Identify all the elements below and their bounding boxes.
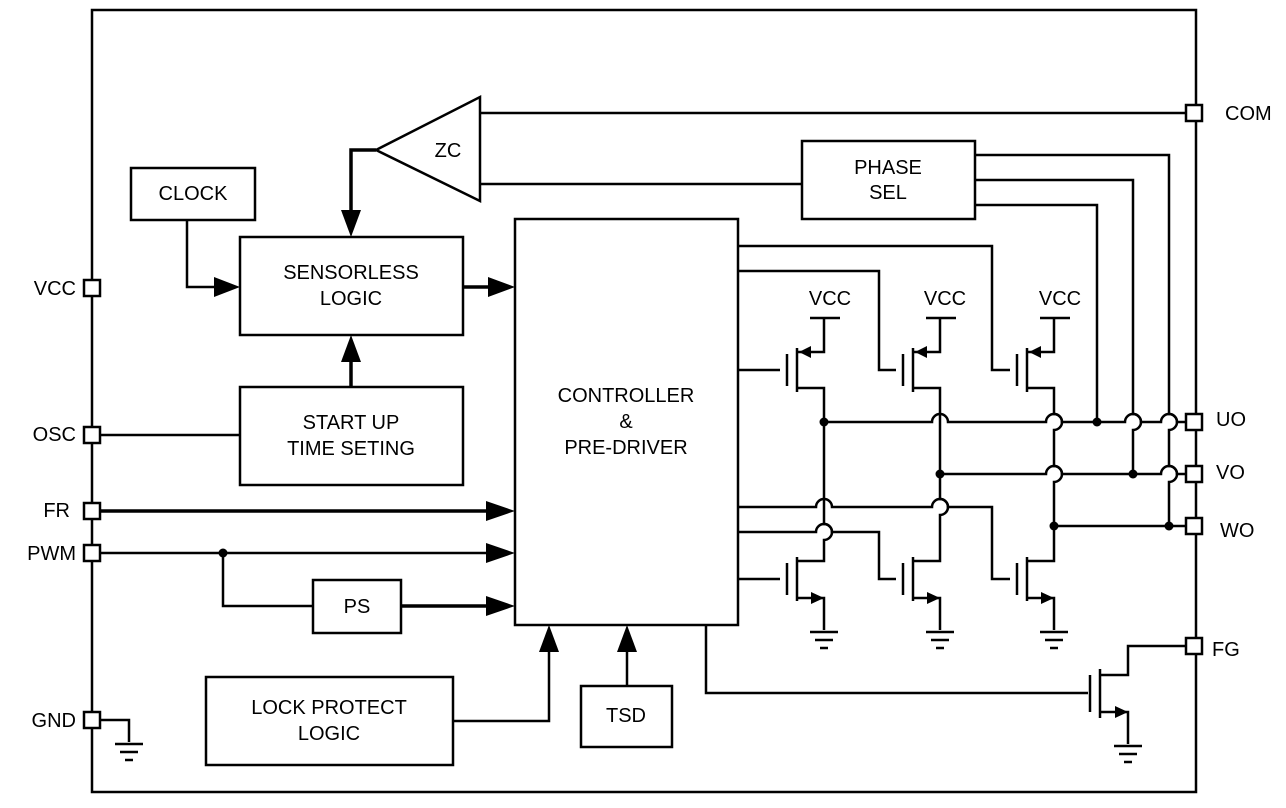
wire-gate-hv bbox=[738, 269, 896, 372]
mosfet-low-w bbox=[1015, 557, 1056, 630]
wire-leg-u bbox=[797, 386, 834, 563]
pin-osc bbox=[82, 425, 102, 445]
ps-label: PS bbox=[344, 596, 371, 618]
wire-out-u bbox=[824, 412, 1186, 424]
startup-label-1: START UP bbox=[303, 412, 400, 434]
zc-comparator bbox=[373, 94, 482, 204]
supply-label-v: VCC bbox=[924, 288, 966, 310]
tsd-label: TSD bbox=[606, 705, 646, 727]
pin-com bbox=[1184, 103, 1204, 123]
junction-phase-w bbox=[1164, 521, 1174, 531]
mosfet-low-v bbox=[901, 557, 942, 630]
wire-clock bbox=[185, 220, 216, 289]
arrow-tsd bbox=[617, 625, 637, 652]
wire-phase-w bbox=[975, 153, 1179, 526]
ps-block bbox=[311, 578, 403, 635]
wire-leg-v bbox=[913, 386, 950, 563]
phase-sel-label-2: SEL bbox=[869, 182, 907, 204]
wire-zc-out bbox=[349, 148, 376, 212]
controller-label-2: & bbox=[619, 411, 633, 433]
sensorless-label-2: LOGIC bbox=[320, 288, 382, 310]
pin-fg-label: FG bbox=[1212, 639, 1240, 661]
wire-phase-u bbox=[975, 203, 1099, 422]
clock-block bbox=[129, 166, 257, 222]
mosfet-high-v bbox=[901, 316, 956, 392]
sensorless-logic-block bbox=[238, 235, 465, 337]
pin-pwm bbox=[82, 543, 102, 563]
wire-fg-gate bbox=[704, 625, 1088, 695]
mosfet-high-u bbox=[785, 316, 840, 392]
arrow-pwm bbox=[486, 543, 515, 563]
pin-wo-label: WO bbox=[1220, 520, 1254, 542]
controller-label-3: PRE-DRIVER bbox=[564, 437, 687, 459]
phase-sel-block bbox=[800, 139, 977, 221]
pin-com-label: COM bbox=[1225, 103, 1272, 125]
mosfet-low-u bbox=[785, 557, 826, 630]
pin-wo bbox=[1184, 516, 1204, 536]
pin-vcc-label: VCC bbox=[34, 278, 76, 300]
startup-block bbox=[238, 385, 465, 487]
lock-protect-label-1: LOCK PROTECT bbox=[251, 697, 407, 719]
wire-leg-w bbox=[1027, 386, 1064, 563]
pin-uo bbox=[1184, 412, 1204, 432]
pin-fr-label: FR bbox=[43, 500, 70, 522]
wire-gate-lw bbox=[738, 497, 1010, 581]
pin-fg bbox=[1184, 636, 1204, 656]
lock-protect-label-2: LOGIC bbox=[298, 723, 360, 745]
zc-label: ZC bbox=[435, 140, 462, 162]
controller-block bbox=[513, 217, 740, 627]
pin-fr bbox=[82, 501, 102, 521]
junction-u bbox=[819, 417, 829, 427]
phase-sel-label-1: PHASE bbox=[854, 157, 922, 179]
wire-lock bbox=[453, 650, 551, 723]
lock-protect-block bbox=[204, 675, 455, 767]
pin-vcc bbox=[82, 278, 102, 298]
wire-gnd bbox=[100, 718, 131, 742]
pin-vo-label: VO bbox=[1216, 462, 1245, 484]
pin-gnd bbox=[82, 710, 102, 730]
wire-pwm-ps bbox=[221, 553, 313, 608]
wire-out-v bbox=[940, 464, 1186, 476]
arrow-zc-sensorless bbox=[341, 210, 361, 237]
mosfet-fg bbox=[1088, 644, 1186, 744]
supply-label-u: VCC bbox=[809, 288, 851, 310]
startup-label-2: TIME SETING bbox=[287, 438, 415, 460]
pin-osc-label: OSC bbox=[33, 424, 76, 446]
arrow-clock bbox=[214, 277, 240, 297]
junction-phase-v bbox=[1128, 469, 1138, 479]
controller-label-1: CONTROLLER bbox=[558, 385, 695, 407]
wire-gate-hw bbox=[738, 244, 1010, 372]
arrow-sensorless-ctrl bbox=[488, 277, 515, 297]
junction-w bbox=[1049, 521, 1059, 531]
junction-phase-u bbox=[1092, 417, 1102, 427]
pin-gnd-label: GND bbox=[32, 710, 76, 732]
mosfet-high-w bbox=[1015, 316, 1070, 392]
arrow-startup bbox=[341, 335, 361, 362]
chip-outline bbox=[90, 8, 1198, 794]
sensorless-label-1: SENSORLESS bbox=[283, 262, 419, 284]
junction-pwm bbox=[218, 548, 228, 558]
junction-v bbox=[935, 469, 945, 479]
pin-uo-label: UO bbox=[1216, 409, 1246, 431]
pin-pwm-label: PWM bbox=[27, 543, 76, 565]
supply-label-w: VCC bbox=[1039, 288, 1081, 310]
tsd-block bbox=[579, 684, 674, 749]
arrow-fr bbox=[486, 501, 515, 521]
arrow-lock bbox=[539, 625, 559, 652]
wire-gate-lv bbox=[738, 522, 896, 581]
pin-vo bbox=[1184, 464, 1204, 484]
clock-label: CLOCK bbox=[159, 183, 229, 205]
arrow-ps bbox=[486, 596, 515, 616]
